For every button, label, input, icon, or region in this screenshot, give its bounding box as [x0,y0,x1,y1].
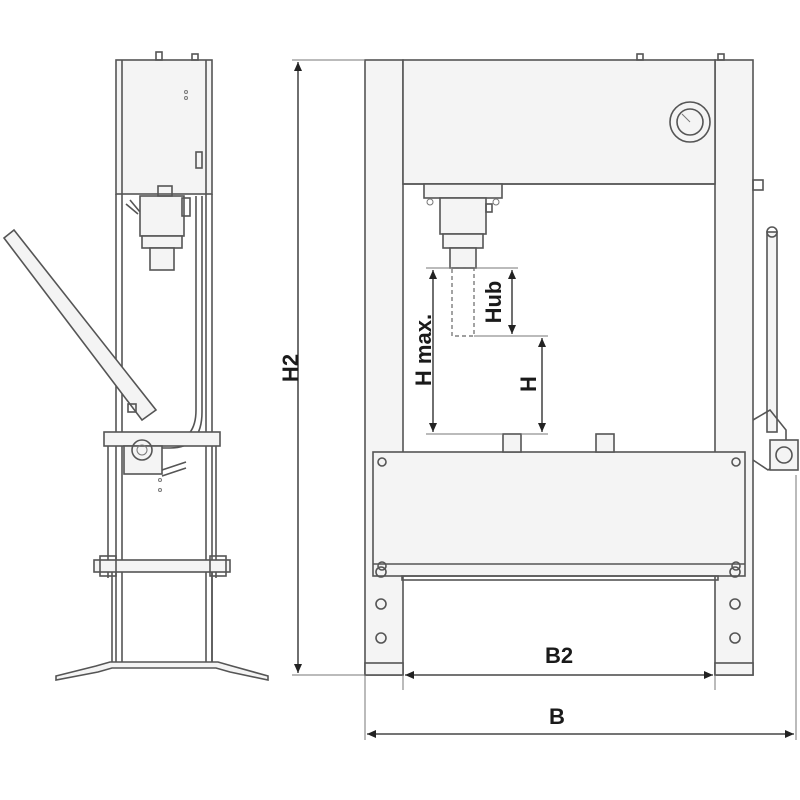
side-piston [149,247,175,271]
right-column [714,59,754,676]
support-pin-right [595,433,615,453]
ram-cylinder [439,197,487,235]
left-column [364,59,404,676]
ram-plate [423,183,503,199]
side-lower-bar [93,559,231,573]
top-crosshead [402,59,716,185]
side-cylinder [139,195,185,237]
h-label: H [516,376,541,392]
stroke-extension [451,267,475,337]
pump-handle [2,228,158,422]
hub-label: Hub [481,281,506,324]
side-crossbar [103,431,221,447]
pressure-gauge-icon [669,101,711,143]
side-upper-housing [115,59,213,195]
dimensions: H2 H max. Hub H B2 B [278,59,797,740]
b2-label: B2 [545,643,573,668]
h2-label: H2 [278,354,303,382]
hmax-label: H max. [411,314,436,386]
side-lever [766,231,778,433]
b-label: B [549,704,565,729]
front-view [364,53,799,676]
support-pin-left [502,433,522,453]
work-table [372,451,746,577]
side-foot [55,661,269,681]
ram-piston [449,247,477,269]
side-view [2,51,269,681]
